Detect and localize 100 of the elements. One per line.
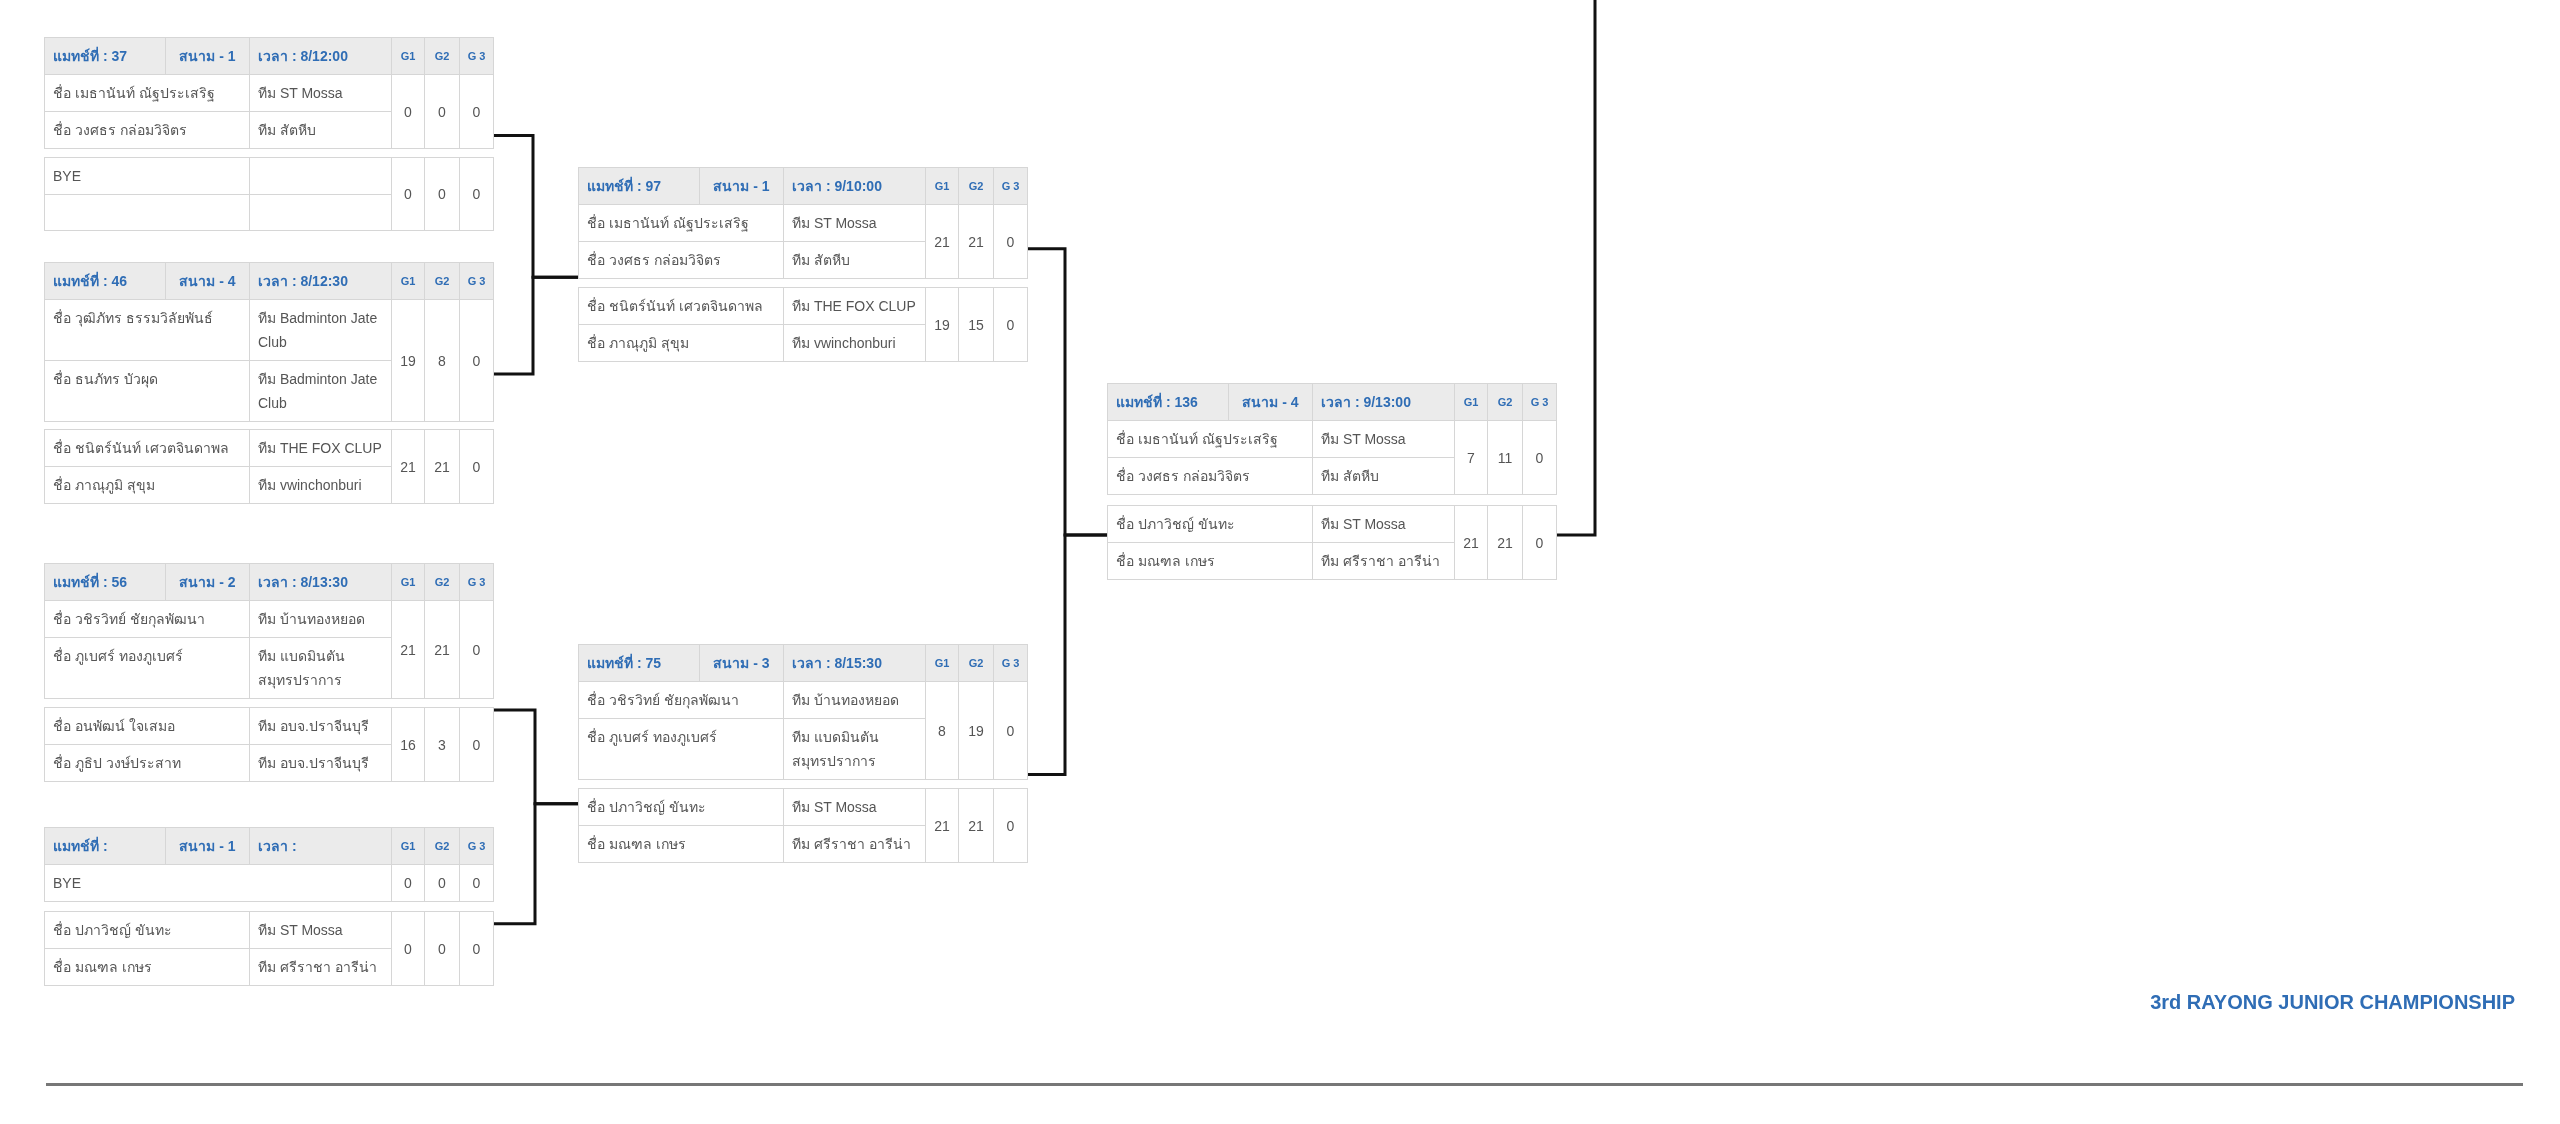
game-label: G2 — [434, 840, 450, 852]
score: 0 — [404, 875, 412, 891]
player-name: ชื่อ วุฒิภัทร ธรรมวิลัยพันธ์ — [53, 310, 213, 326]
team-name: ทีม อบจ.ปราจีนบุรี — [258, 755, 369, 771]
score: 0 — [438, 103, 446, 120]
team-name: ทีม THE FOX CLUP — [258, 440, 382, 456]
score: 3 — [438, 736, 446, 753]
score: 19 — [934, 316, 950, 333]
team-name: ทีม vwinchonburi — [792, 335, 896, 351]
team-name: ทีม ST Mossa — [258, 85, 343, 101]
score: 16 — [400, 736, 416, 753]
score: 8 — [938, 722, 946, 739]
match-number: แมทช์ที่ : 46 — [53, 273, 127, 289]
game-label: G2 — [434, 576, 450, 588]
game-label: G2 — [434, 50, 450, 62]
player-name: ชื่อ เมธานันท์ ณัฐประเสริฐ — [587, 215, 749, 231]
score: 0 — [472, 186, 481, 202]
game-label: G2 — [968, 180, 984, 192]
score-table — [44, 157, 494, 231]
game-label: G 3 — [467, 50, 486, 62]
player-name: ชื่อ ภูเบศร์ ทองภูเบศร์ — [53, 648, 183, 664]
score: 21 — [968, 817, 984, 834]
match-number: แมทช์ที่ : — [53, 838, 108, 854]
bye-label: BYE — [53, 875, 81, 891]
match-time: เวลา : 9/10:00 — [792, 178, 882, 194]
score: 0 — [472, 940, 481, 957]
score: 0 — [1006, 316, 1015, 333]
game-label: G 3 — [467, 840, 486, 852]
team-name: ทีม ST Mossa — [258, 922, 343, 938]
player-name: ชื่อ เมธานันท์ ณัฐประเสริฐ — [53, 85, 215, 101]
score-table — [44, 37, 494, 149]
player-name: ชื่อ ธนภัทร บัวผุด — [53, 371, 158, 387]
player-name: ชื่อ วชิรวิทย์ ชัยกุลพัฒนา — [53, 611, 205, 627]
game-label: G 3 — [1001, 657, 1020, 669]
score-table — [44, 429, 494, 504]
score: 0 — [472, 875, 481, 891]
score: 21 — [1463, 534, 1479, 551]
court-number: สนาม - 3 — [713, 655, 770, 671]
team-name: ทีม THE FOX CLUP — [792, 298, 916, 314]
game-label: G 3 — [1001, 180, 1020, 192]
game-label: G1 — [400, 840, 416, 852]
player-name: ชื่อ ภาณุภูมิ สุขุม — [53, 477, 155, 493]
score: 0 — [472, 458, 481, 475]
team-name: ทีม สัตหีบ — [792, 252, 850, 268]
match-number: แมทช์ที่ : 136 — [1116, 394, 1198, 410]
team-name: ทีม แบดมินตัน สมุทรปราการ — [258, 648, 345, 688]
score: 0 — [1535, 534, 1544, 551]
score-table — [578, 167, 1028, 279]
score: 7 — [1467, 449, 1475, 466]
match-time: เวลา : — [258, 838, 297, 854]
score: 0 — [472, 103, 481, 120]
score: 21 — [1497, 534, 1513, 551]
score: 0 — [472, 352, 481, 369]
player-name: ชื่อ อนพัฒน์ ใจเสมอ — [53, 718, 175, 734]
team-name: ทีม ST Mossa — [1321, 431, 1406, 447]
team-name: ทีม ST Mossa — [792, 799, 877, 815]
player-name: ชื่อ ปภาวิชญ์ ขันทะ — [587, 799, 706, 815]
score: 21 — [934, 817, 950, 834]
player-name: ชื่อ วชิรวิทย์ ชัยกุลพัฒนา — [587, 692, 739, 708]
player-name: ชื่อ วงศธร กล่อมวิจิตร — [1116, 468, 1250, 484]
bracket-line — [1557, 0, 1597, 537]
score-table — [44, 262, 494, 422]
score: 0 — [1006, 233, 1015, 250]
game-label: G2 — [968, 657, 984, 669]
score: 21 — [934, 233, 950, 250]
player-name: ชื่อ ปภาวิชญ์ ขันทะ — [53, 922, 172, 938]
team-name: ทีม สัตหีบ — [258, 122, 316, 138]
score: 0 — [1006, 722, 1015, 739]
score: 0 — [1006, 817, 1015, 834]
team-name: ทีม ศรีราชา อารีน่า — [258, 959, 377, 975]
team-name: ทีม อบจ.ปราจีนบุรี — [258, 718, 369, 734]
score: 21 — [434, 458, 450, 475]
court-number: สนาม - 1 — [179, 48, 236, 64]
team-name: ทีม บ้านทองหยอด — [792, 692, 899, 708]
bye-label: BYE — [53, 168, 81, 184]
score: 0 — [404, 940, 412, 957]
match-time: เวลา : 8/12:30 — [258, 273, 348, 289]
score: 19 — [400, 352, 416, 369]
team-name: ทีม ศรีราชา อารีน่า — [1321, 553, 1440, 569]
player-name: ชื่อ ชนิตร์นันท์ เศวตจินดาพล — [53, 440, 229, 456]
bracket-line — [1028, 533, 1107, 777]
player-name: ชื่อ วงศธร กล่อมวิจิตร — [587, 252, 721, 268]
player-name: ชื่อ เมธานันท์ ณัฐประเสริฐ — [1116, 431, 1278, 447]
score: 0 — [404, 186, 412, 202]
team-name: ทีม Badminton Jate Club — [258, 371, 378, 411]
team-name: ทีม ศรีราชา อารีน่า — [792, 836, 911, 852]
match-time: เวลา : 8/12:00 — [258, 48, 348, 64]
score-table — [44, 911, 494, 986]
player-name: ชื่อ ปภาวิชญ์ ขันทะ — [1116, 516, 1235, 532]
score: 11 — [1497, 449, 1513, 466]
team-name: ทีม vwinchonburi — [258, 477, 362, 493]
player-name: ชื่อ ภูธิป วงษ์ประสาท — [53, 755, 181, 771]
match-number: แมทช์ที่ : 75 — [587, 655, 661, 671]
match-number: แมทช์ที่ : 37 — [53, 48, 127, 64]
court-number: สนาม - 1 — [179, 838, 236, 854]
team-name: ทีม บ้านทองหยอด — [258, 611, 365, 627]
game-label: G 3 — [467, 275, 486, 287]
game-label: G1 — [400, 576, 416, 588]
player-name: ชื่อ ภูเบศร์ ทองภูเบศร์ — [587, 729, 717, 745]
game-label: G2 — [434, 275, 450, 287]
